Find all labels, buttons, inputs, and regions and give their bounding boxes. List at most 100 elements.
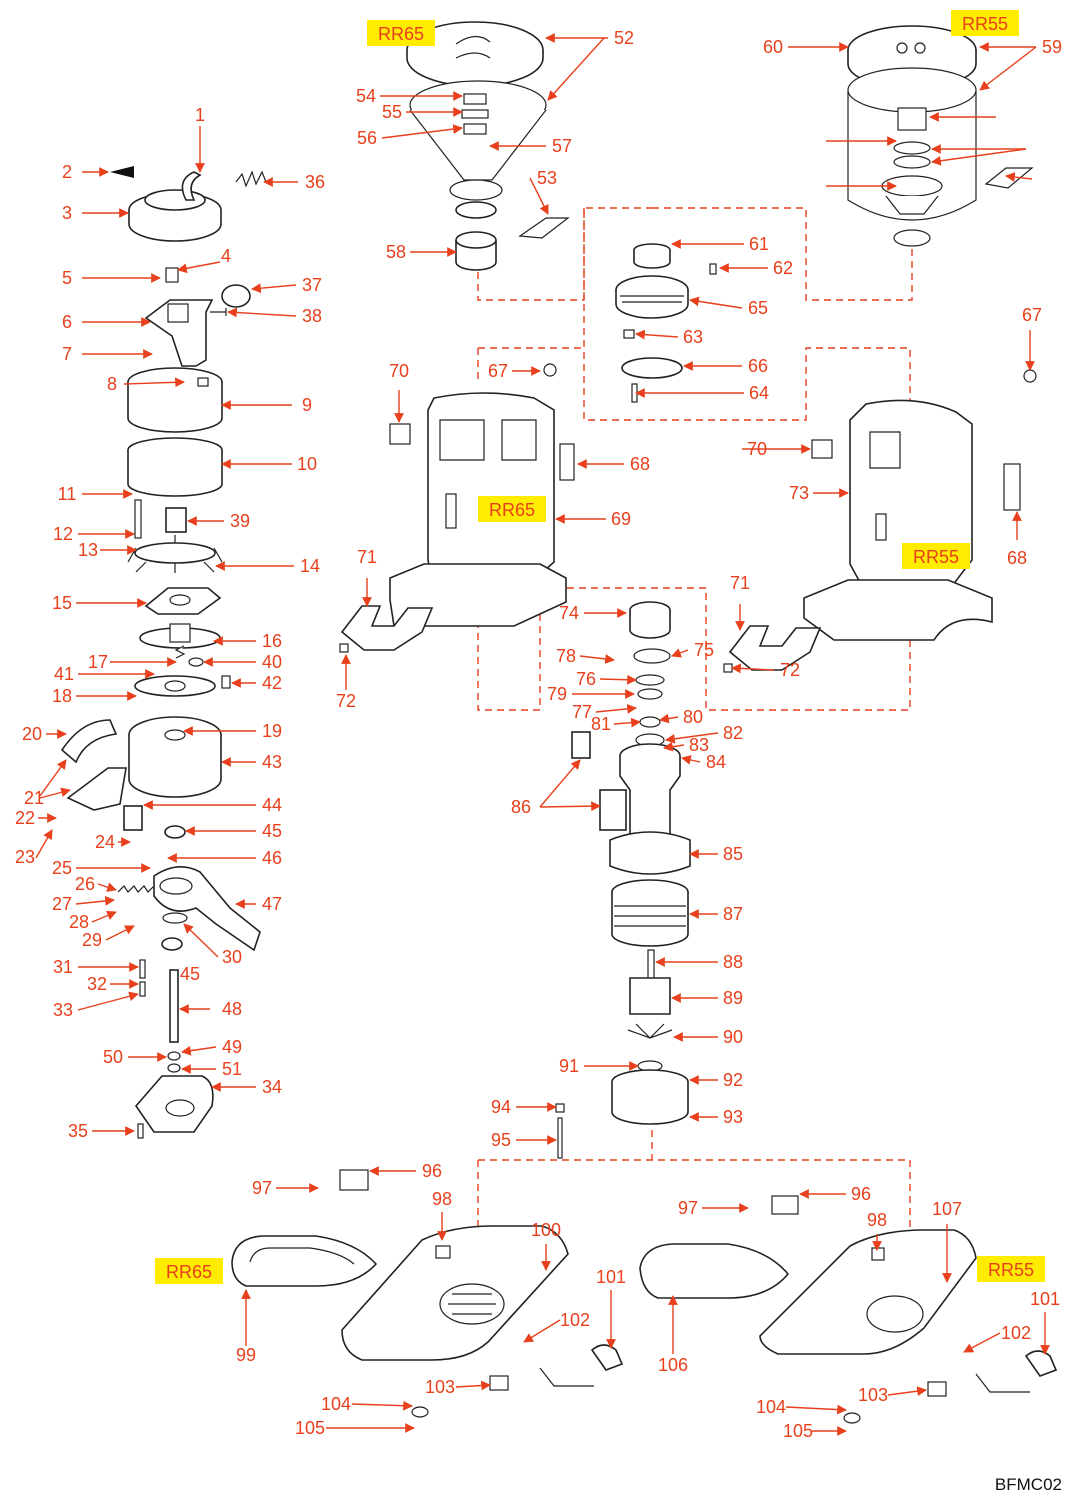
part-label-67-left: 67 [488, 361, 508, 381]
part-label-45-upper: 45 [262, 821, 282, 841]
leader-line [599, 674, 637, 685]
leader-line [77, 991, 139, 1011]
part-label-10: 10 [297, 454, 317, 474]
part-number-labels: 1 2 3 4 5 6 7 8 9 10 11 12 13 14 15 16 1… [15, 28, 1062, 1441]
leader-line [351, 1400, 413, 1411]
drawing-code: BFMC02 [995, 1475, 1062, 1494]
part-label-85: 85 [723, 844, 743, 864]
part-label-49: 49 [222, 1037, 242, 1057]
part-label-36: 36 [305, 172, 325, 192]
part-label-29: 29 [82, 930, 102, 950]
svg-text:RR55: RR55 [988, 1260, 1034, 1280]
part-label-44: 44 [262, 795, 282, 815]
part-label-105-left: 105 [295, 1418, 325, 1438]
part-label-77: 77 [572, 702, 592, 722]
svg-text:RR65: RR65 [378, 24, 424, 44]
part-label-14: 14 [300, 556, 320, 576]
part-label-83: 83 [689, 735, 709, 755]
part-label-58: 58 [386, 242, 406, 262]
part-label-70-right: 70 [747, 439, 767, 459]
model-tag-rr55-base: RR55 [977, 1256, 1045, 1282]
part-label-72-left: 72 [336, 691, 356, 711]
part-label-106: 106 [658, 1355, 688, 1375]
part-label-51: 51 [222, 1059, 242, 1079]
rr55-hopper [847, 25, 1034, 247]
part-label-67-right: 67 [1022, 305, 1042, 325]
rr55-base [639, 1195, 1058, 1424]
model-tag-rr65-hopper: RR65 [367, 20, 435, 46]
part-label-75: 75 [694, 640, 714, 660]
part-label-68-right: 68 [1007, 548, 1027, 568]
part-label-12: 12 [53, 524, 73, 544]
part-label-66: 66 [748, 356, 768, 376]
model-tag-rr65-body: RR65 [478, 496, 546, 522]
leader-line [689, 296, 743, 309]
part-label-97-left: 97 [252, 1178, 272, 1198]
part-label-102-left: 102 [560, 1310, 590, 1330]
part-label-28: 28 [69, 912, 89, 932]
part-label-87: 87 [723, 904, 743, 924]
part-label-93: 93 [723, 1107, 743, 1127]
model-tags: RR65 RR55 RR65 RR55 RR65 RR55 [155, 10, 1045, 1284]
part-label-80: 80 [683, 707, 703, 727]
part-label-1: 1 [195, 105, 205, 125]
leader-line [595, 704, 637, 714]
part-label-55-left: 55 [382, 102, 402, 122]
part-label-88: 88 [723, 952, 743, 972]
part-label-70-left: 70 [389, 361, 409, 381]
part-label-104-right: 104 [756, 1397, 786, 1417]
part-label-81: 81 [591, 714, 611, 734]
leader-line [123, 377, 185, 388]
part-label-57-left: 57 [552, 136, 572, 156]
part-label-32: 32 [87, 974, 107, 994]
part-label-6: 6 [62, 312, 72, 332]
part-label-60: 60 [763, 37, 783, 57]
leader-line [547, 37, 605, 101]
part-label-82: 82 [723, 723, 743, 743]
leader-line [613, 717, 641, 728]
leader-line [177, 261, 221, 274]
leader-line [1005, 172, 1033, 182]
part-label-9: 9 [302, 395, 312, 415]
rr55-body [723, 369, 1037, 673]
part-label-103-left: 103 [425, 1377, 455, 1397]
leader-line [251, 283, 297, 294]
part-label-15: 15 [52, 593, 72, 613]
leader-line [963, 1332, 1001, 1353]
svg-text:RR55: RR55 [962, 14, 1008, 34]
leader-line [785, 1404, 847, 1415]
leader-line [97, 882, 117, 892]
leader-line [523, 1319, 561, 1343]
part-label-94: 94 [491, 1097, 511, 1117]
part-label-86: 86 [511, 797, 531, 817]
leader-line [181, 1045, 217, 1056]
part-label-65: 65 [748, 298, 768, 318]
part-label-25: 25 [52, 858, 72, 878]
leader-line [91, 910, 117, 923]
part-label-43: 43 [262, 752, 282, 772]
part-label-64: 64 [749, 383, 769, 403]
leader-lines [35, 33, 1050, 1436]
part-label-96-left: 96 [422, 1161, 442, 1181]
part-label-99: 99 [236, 1345, 256, 1365]
leader-line [455, 1380, 491, 1391]
model-tag-rr65-base: RR65 [155, 1258, 223, 1284]
part-label-54-left: 54 [356, 86, 376, 106]
part-label-101-left: 101 [596, 1267, 626, 1287]
part-label-90: 90 [723, 1027, 743, 1047]
part-label-37: 37 [302, 275, 322, 295]
part-label-5: 5 [62, 268, 72, 288]
burr-carrier-assembly [615, 243, 717, 403]
leader-line [659, 713, 679, 724]
leader-line [539, 801, 601, 812]
part-label-2: 2 [62, 162, 72, 182]
part-label-48: 48 [222, 999, 242, 1019]
part-label-23: 23 [15, 847, 35, 867]
part-label-24: 24 [95, 832, 115, 852]
part-label-22: 22 [15, 808, 35, 828]
part-label-96-right: 96 [851, 1184, 871, 1204]
part-label-68-left: 68 [630, 454, 650, 474]
part-label-98-left: 98 [432, 1189, 452, 1209]
leader-line [931, 148, 1027, 166]
part-label-61: 61 [749, 234, 769, 254]
